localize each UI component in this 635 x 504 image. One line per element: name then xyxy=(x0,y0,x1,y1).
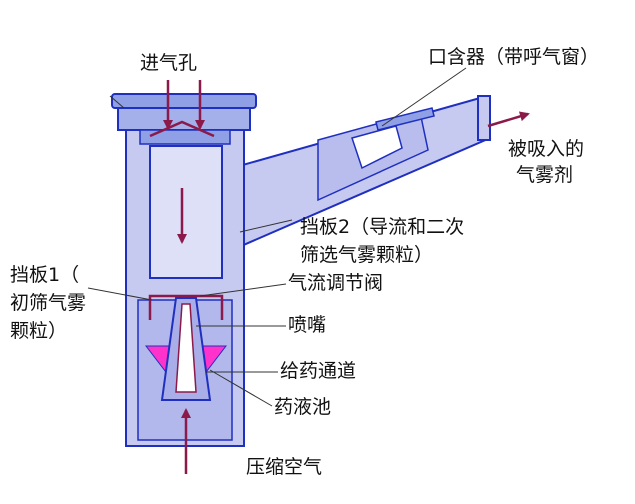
label-nozzle: 喷嘴 xyxy=(288,314,327,336)
label-baffle-1-line1: 挡板1（ xyxy=(10,264,80,286)
label-airflow-valve: 气流调节阀 xyxy=(288,272,384,294)
label-drug-channel: 给药通道 xyxy=(280,360,357,382)
label-baffle-1-line3: 颗粒） xyxy=(10,320,68,342)
label-reservoir: 药液池 xyxy=(274,396,332,418)
inner-chimney xyxy=(149,145,223,279)
leader-lines xyxy=(87,67,467,407)
baffle-1 xyxy=(148,294,224,320)
label-inhaled-aerosol-1: 被吸入的 xyxy=(508,138,585,160)
aerosol-out-arrow xyxy=(487,111,530,128)
label-mouthpiece: 口含器（带呼气窗） xyxy=(428,46,600,68)
label-baffle-2-line2: 筛选气雾颗粒） xyxy=(300,244,434,266)
label-inhaled-aerosol-2: 气雾剂 xyxy=(516,164,574,186)
nozzle xyxy=(160,297,212,401)
mouthpiece-body xyxy=(231,95,492,252)
top-cap xyxy=(111,93,257,145)
label-baffle-2-line1: 挡板2（导流和二次 xyxy=(300,216,465,238)
label-compressed-air: 压缩空气 xyxy=(246,456,323,478)
label-baffle-1-line2: 初筛气雾 xyxy=(10,292,87,314)
exhalation-window xyxy=(351,125,403,170)
label-air-inlet: 进气孔 xyxy=(140,52,198,74)
baffle-2 xyxy=(149,120,215,138)
